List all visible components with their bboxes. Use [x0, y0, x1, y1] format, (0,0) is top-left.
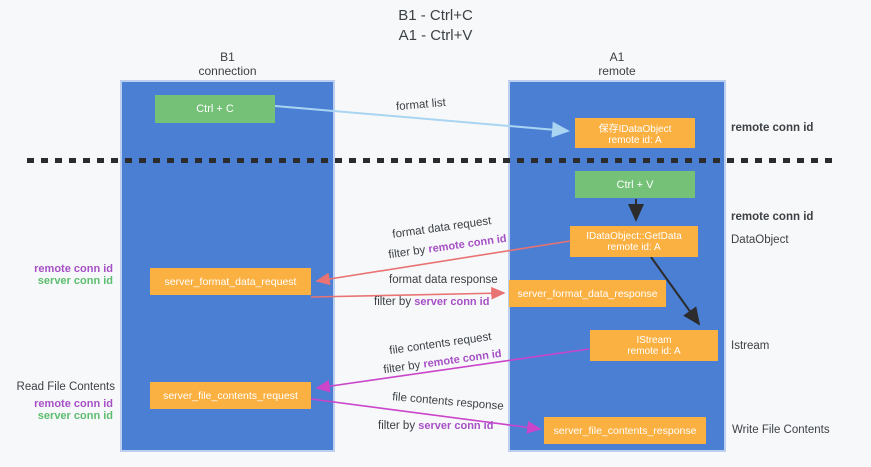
side-label-write-file-contents: Write File Contents: [732, 424, 830, 436]
node-server-format-data-response: server_format_data_response: [509, 280, 666, 307]
node-server-format-data-response-label: server_format_data_response: [517, 287, 658, 300]
side-label-remote-conn-id-mid: remote conn id: [731, 211, 814, 223]
lane-b1-title: B1: [220, 50, 235, 64]
filter-by-text: filter by: [387, 243, 430, 262]
lane-header-b1: B1 connection: [120, 50, 335, 78]
node-ctrl-v: Ctrl + V: [575, 171, 695, 198]
node-ctrl-v-label: Ctrl + V: [616, 178, 654, 191]
node-getdata-line2: remote id: A: [607, 241, 661, 253]
title-line-1: B1 - Ctrl+C: [398, 7, 473, 24]
node-idataobject-getdata: IDataObject::GetData remote id: A: [570, 226, 698, 257]
node-ctrl-c: Ctrl + C: [155, 95, 275, 123]
flow-label-format-list: format list: [395, 96, 447, 114]
flow-label-format-data-response: format data response: [389, 274, 498, 286]
left-remote-conn-id-top: remote conn id: [34, 263, 113, 275]
side-label-read-file-contents: Read File Contents: [16, 381, 115, 393]
node-getdata-line1: IDataObject::GetData: [586, 230, 682, 242]
side-label-istream: Istream: [731, 340, 770, 352]
node-save-idataobject-line1: 保存IDataObject: [598, 124, 672, 135]
left-remote-conn-id-bottom: remote conn id: [34, 398, 113, 410]
left-server-conn-id-bottom: server conn id: [37, 410, 113, 422]
server-conn-id-text: server conn id: [414, 296, 490, 308]
node-istream: IStream remote id: A: [590, 330, 718, 361]
node-server-file-contents-request-label: server_file_contents_request: [163, 389, 298, 402]
lane-header-a1: A1 remote: [508, 50, 726, 78]
node-server-file-contents-request: server_file_contents_request: [150, 382, 311, 409]
side-label-dataobject: DataObject: [731, 234, 789, 246]
node-istream-line1: IStream: [636, 334, 672, 346]
side-label-remote-conn-id-top: remote conn id: [731, 122, 814, 134]
node-server-file-contents-response-label: server_file_contents_response: [553, 424, 697, 437]
remote-conn-id-text: remote conn id: [422, 347, 503, 371]
node-server-format-data-request: server_format_data_request: [150, 268, 311, 295]
filter-by-text: filter by: [382, 358, 425, 377]
node-save-idataobject-line2: remote id: A: [608, 135, 662, 146]
node-ctrl-c-label: Ctrl + C: [196, 103, 234, 115]
server-conn-id-text: server conn id: [418, 420, 494, 432]
lane-a1-subtitle: remote: [598, 64, 636, 78]
left-label-group-file: remote conn id server conn id: [5, 398, 113, 422]
lane-a1-title: A1: [609, 50, 625, 64]
node-istream-line2: remote id: A: [627, 345, 681, 357]
remote-conn-id-text: remote conn id: [427, 232, 508, 256]
left-label-group-format: remote conn id server conn id: [5, 263, 113, 287]
node-server-format-data-request-label: server_format_data_request: [164, 275, 297, 288]
left-server-conn-id-top: server conn id: [37, 275, 113, 287]
diagram-title: B1 - Ctrl+C A1 - Ctrl+V: [0, 6, 871, 46]
title-line-2: A1 - Ctrl+V: [398, 27, 473, 44]
lane-b1-subtitle: connection: [198, 64, 257, 78]
node-save-idataobject: 保存IDataObject remote id: A: [575, 118, 695, 148]
flow-label-file-contents-response: file contents response: [391, 391, 505, 413]
node-server-file-contents-response: server_file_contents_response: [544, 417, 706, 444]
session-divider-dashed-line: [27, 158, 835, 163]
flow-label-filter-server-2: filter by server conn id: [378, 420, 493, 432]
flow-label-filter-server-1: filter by server conn id: [374, 296, 489, 308]
filter-by-text: filter by: [374, 296, 415, 308]
filter-by-text: filter by: [378, 420, 419, 432]
